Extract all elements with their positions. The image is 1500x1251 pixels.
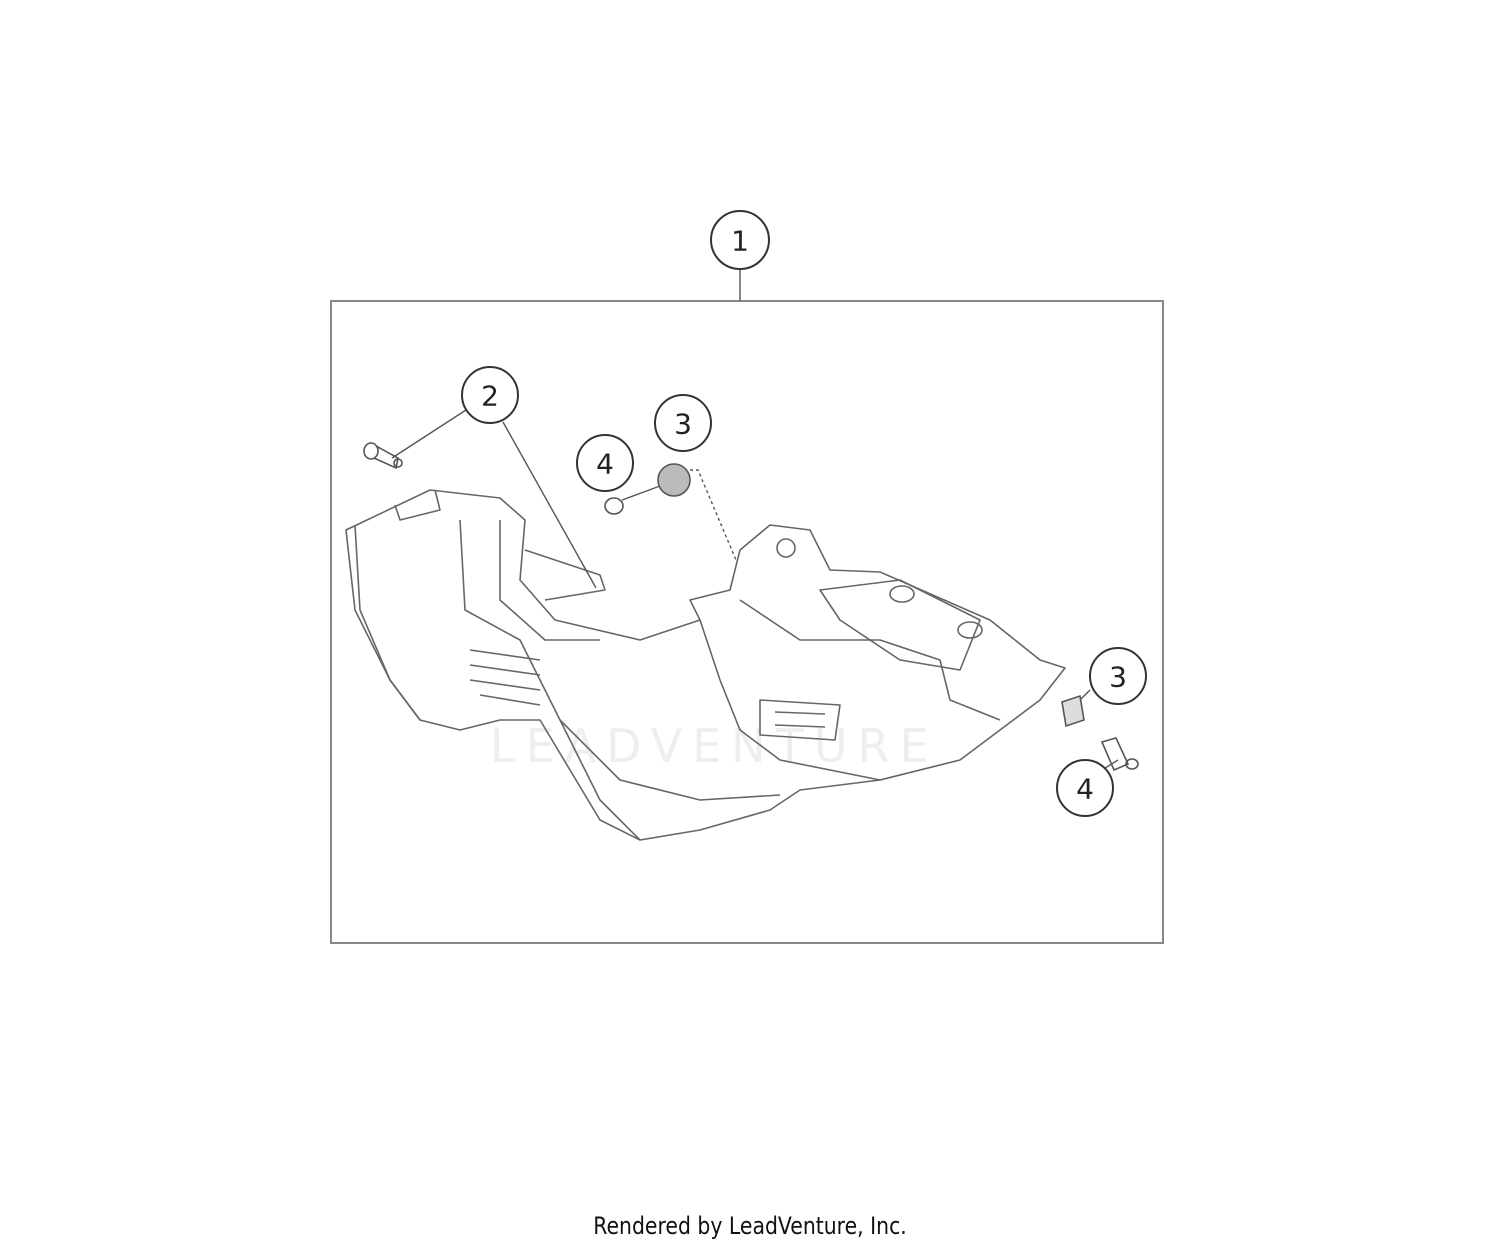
watermark: LEADVENTURE xyxy=(490,719,939,773)
footer-credit: Rendered by LeadVenture, Inc. xyxy=(593,1212,907,1240)
callout-3-top[interactable]: 3 xyxy=(654,394,712,452)
svg-text:2: 2 xyxy=(481,380,499,413)
callout-4-top[interactable]: 4 xyxy=(576,434,634,492)
svg-text:4: 4 xyxy=(1076,773,1094,806)
leader-lines xyxy=(391,270,1119,771)
assembly-frame xyxy=(330,300,1164,944)
callout-3-right[interactable]: 3 xyxy=(1089,647,1147,705)
callout-1[interactable]: 1 xyxy=(710,210,770,270)
callout-4-right[interactable]: 4 xyxy=(1056,759,1114,817)
callout-2[interactable]: 2 xyxy=(461,366,519,424)
svg-text:1: 1 xyxy=(731,225,749,258)
svg-text:4: 4 xyxy=(596,448,614,481)
skid-plate-drawing xyxy=(345,489,1066,841)
svg-text:3: 3 xyxy=(1109,661,1127,694)
svg-text:3: 3 xyxy=(674,408,692,441)
hardware-parts xyxy=(363,442,1139,772)
